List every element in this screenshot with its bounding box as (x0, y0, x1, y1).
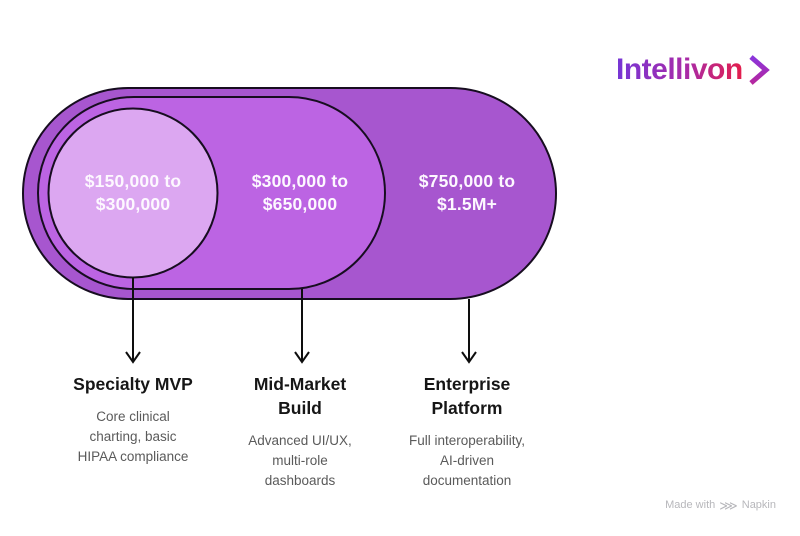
brand-logo-text: Intellivon (616, 53, 743, 86)
brand-logo: Intellivon (616, 53, 770, 87)
napkin-brand-text: Napkin (741, 499, 776, 511)
tier-range-specialty: $150,000 to $300,000 (84, 171, 182, 214)
made-with-napkin: Made with ⋙ Napkin (665, 497, 776, 513)
tier-title: Enterprise Platform (423, 374, 511, 418)
tier-column-midmarket: Mid-Market Build Advanced UI/UX, multi-r… (210, 372, 390, 491)
tier-description: Full interoperability, AI-driven documen… (408, 433, 526, 488)
chevron-right-icon (749, 55, 770, 85)
tier-column-enterprise: Enterprise Platform Full interoperabilit… (377, 372, 557, 491)
tier-range-midmarket: $300,000 to $650,000 (251, 171, 349, 214)
tier-range-enterprise: $750,000 to $1.5M+ (418, 171, 516, 214)
tier-description: Core clinical charting, basic HIPAA comp… (77, 409, 189, 464)
tier-title: Mid-Market Build (253, 374, 347, 418)
arrow-down-icon-specialty (125, 277, 141, 364)
tier-column-specialty: Specialty MVP Core clinical charting, ba… (43, 372, 223, 467)
tier-title: Specialty MVP (73, 374, 193, 394)
made-with-text: Made with (665, 499, 716, 511)
arrow-down-icon-midmarket (294, 289, 310, 364)
napkin-logo-icon: ⋙ (719, 497, 738, 513)
tier-description: Advanced UI/UX, multi-role dashboards (248, 433, 352, 488)
arrow-down-icon-enterprise (461, 299, 477, 364)
